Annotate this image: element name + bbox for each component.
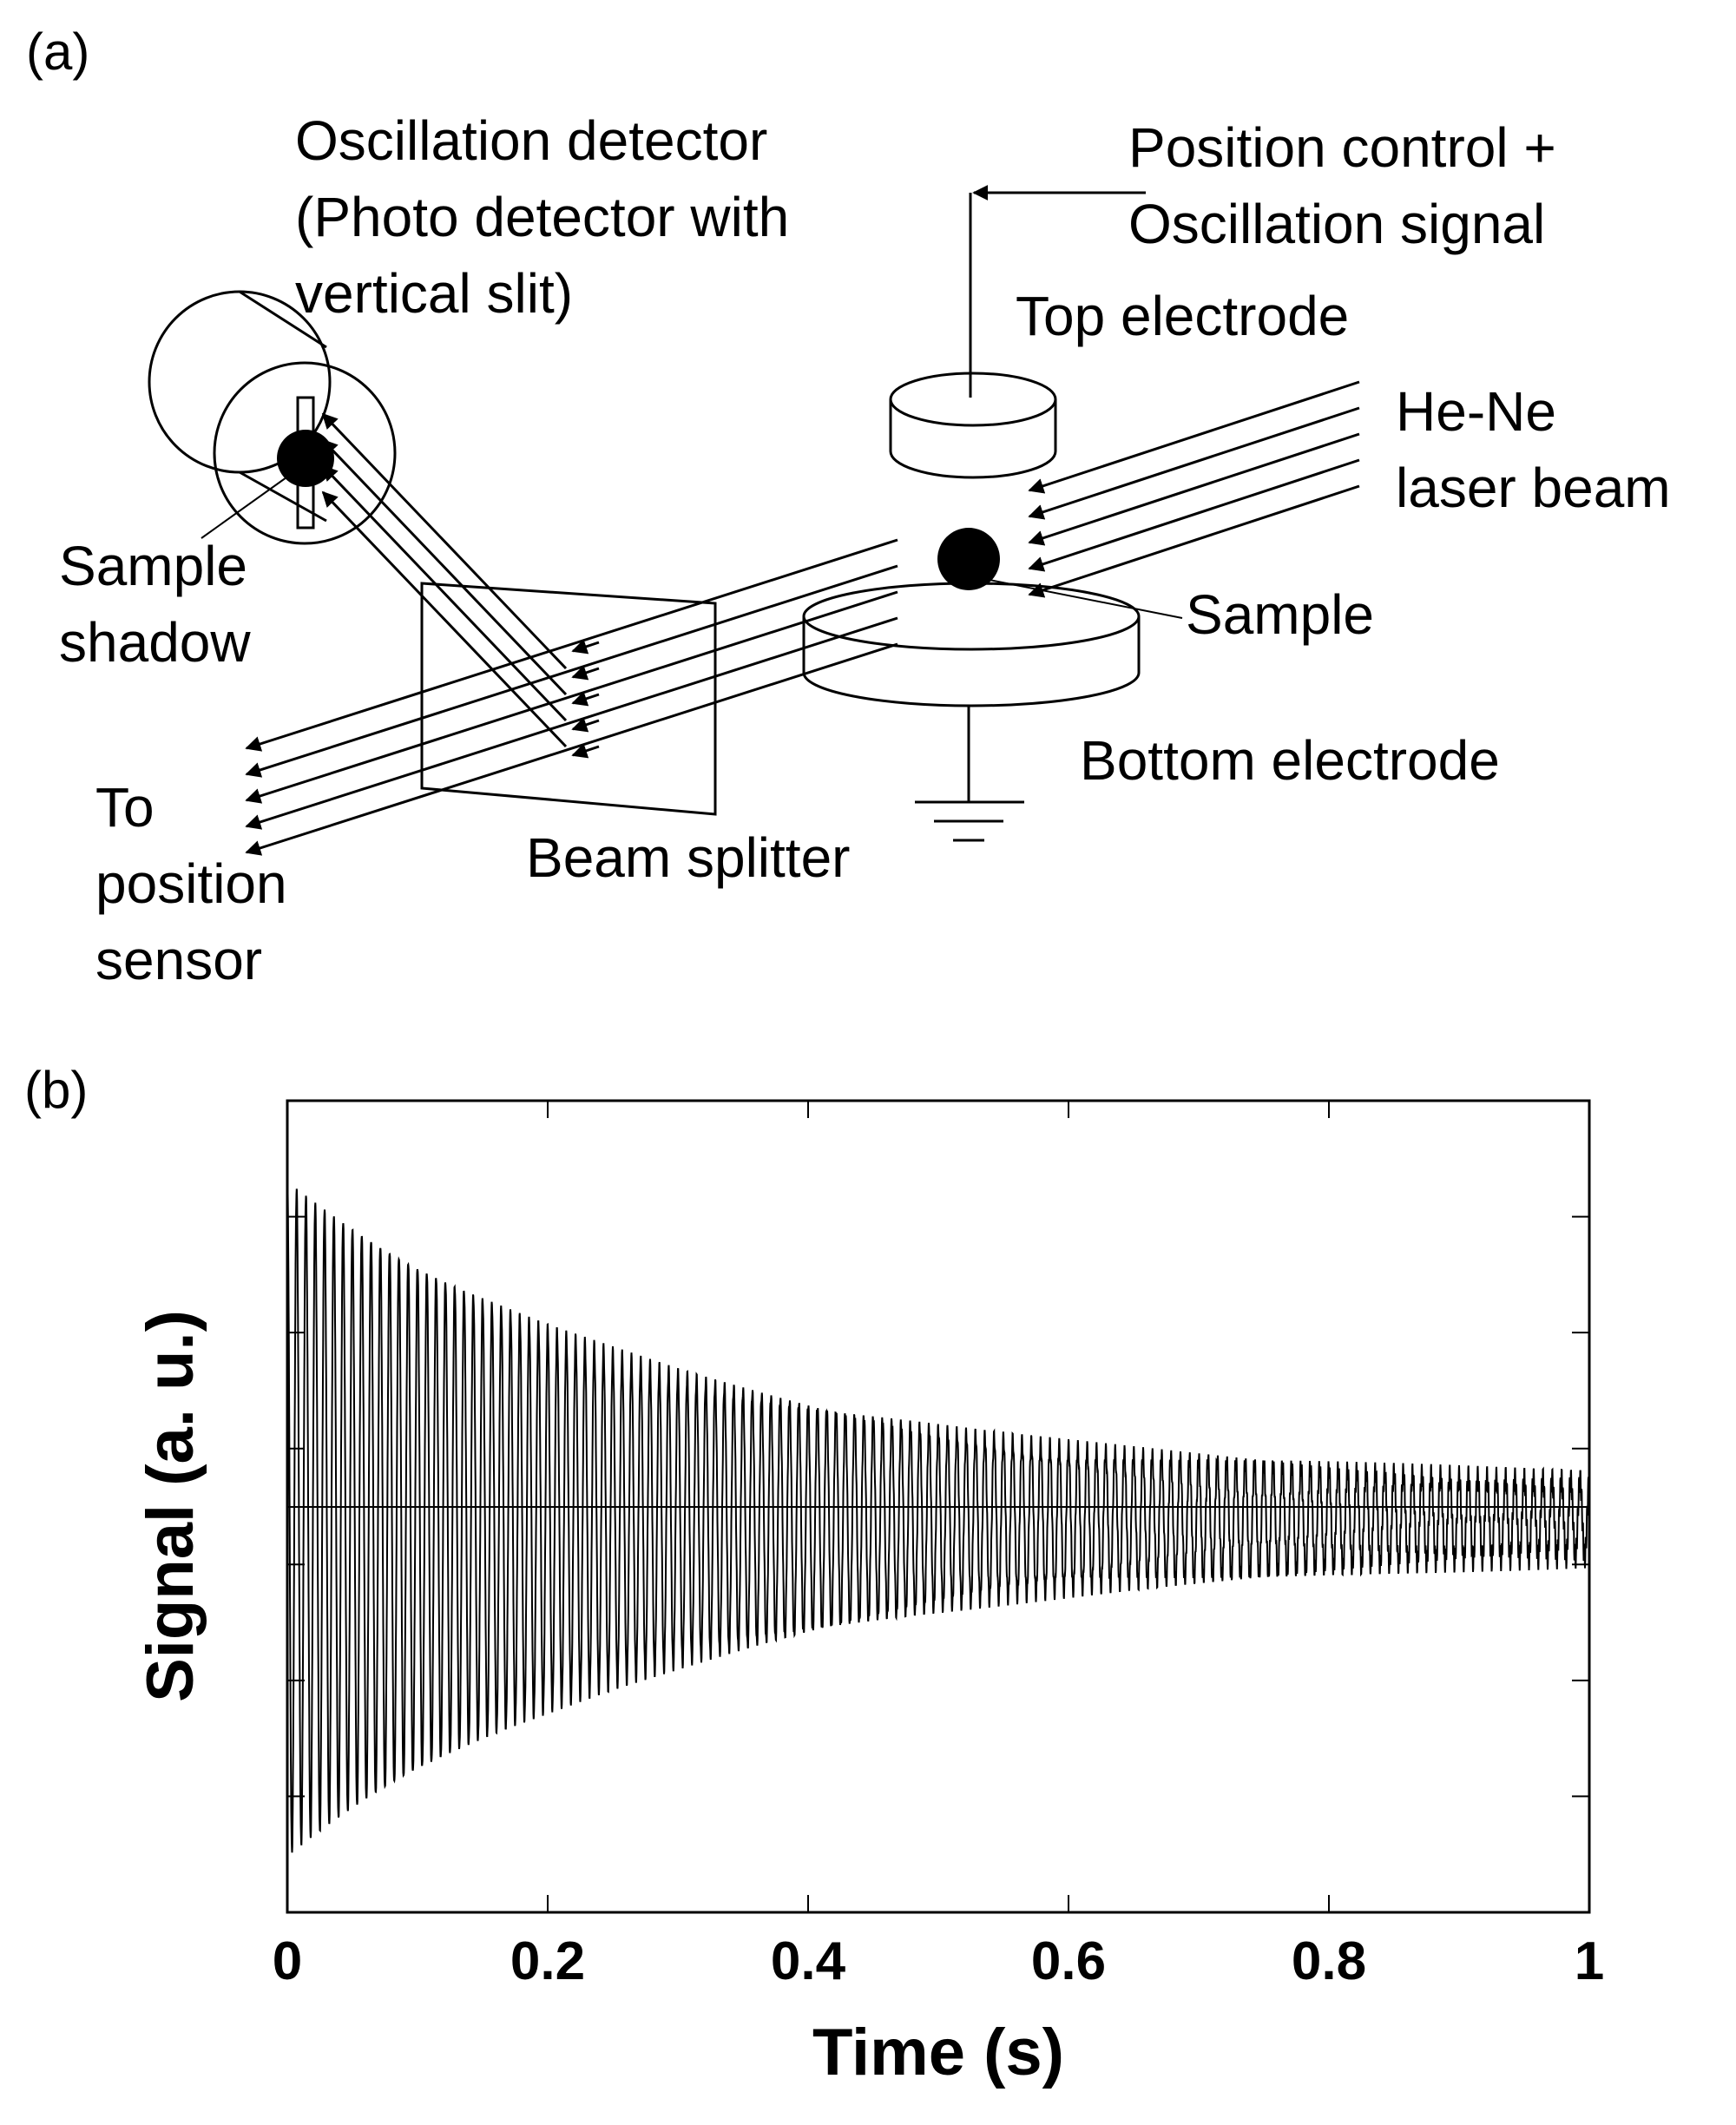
panel-a: (a) — [26, 23, 1671, 991]
x-tick-label: 0.2 — [510, 1931, 585, 1991]
position-sensor-label-2: position — [95, 852, 287, 915]
sample-leader — [989, 579, 1183, 619]
beam-splitter — [420, 582, 717, 816]
position-sensor-label-3: sensor — [95, 929, 262, 991]
laser-label-1: He-Ne — [1396, 380, 1556, 443]
bottom-electrode-label: Bottom electrode — [1080, 729, 1500, 792]
sample-shadow-label-1: Sample — [59, 535, 247, 597]
x-tick-label: 0.8 — [1292, 1931, 1366, 1991]
x-axis-title: Time (s) — [812, 2016, 1064, 2089]
osc-detector-label-3: vertical slit) — [295, 262, 573, 325]
position-control-label-2: Oscillation signal — [1128, 193, 1545, 255]
x-tick-label: 0.4 — [771, 1931, 846, 1991]
top-electrode — [889, 193, 1057, 479]
chart: 0 0.2 0.4 0.6 0.8 1 Time (s) Signal (a. u.) — [134, 1099, 1604, 2089]
sample-shadow-label-2: shadow — [59, 611, 251, 674]
panel-a-label: (a) — [26, 23, 89, 81]
x-tick-label: 0 — [273, 1931, 302, 1991]
oscillation-detector — [148, 290, 397, 545]
detector-beams — [321, 412, 568, 748]
y-axis-title: Signal (a. u.) — [134, 1310, 207, 1702]
top-electrode-label: Top electrode — [1016, 285, 1349, 347]
splitter-arrowheads — [571, 639, 600, 759]
x-axis-tick-labels: 0 0.2 0.4 0.6 0.8 1 — [273, 1931, 1604, 1991]
sample-label: Sample — [1186, 583, 1374, 646]
bottom-electrode — [802, 582, 1141, 802]
position-control-label-1: Position control + — [1128, 116, 1556, 179]
x-tick-label: 1 — [1575, 1931, 1604, 1991]
panel-b-label: (b) — [24, 1061, 88, 1119]
laser-beams — [1028, 380, 1360, 598]
beam-splitter-label: Beam splitter — [526, 826, 850, 889]
x-axis-ticks — [286, 1101, 1590, 1912]
sample-shadow-dot — [277, 430, 334, 487]
sensor-beams — [245, 538, 898, 856]
signal-series-line — [286, 1181, 1590, 1853]
x-tick-label: 0.6 — [1031, 1931, 1106, 1991]
ground-icon — [915, 800, 1024, 842]
laser-label-2: laser beam — [1396, 457, 1671, 519]
sample-shadow-leader — [201, 477, 287, 539]
osc-detector-label-1: Oscillation detector — [295, 109, 767, 172]
osc-detector-label-2: (Photo detector with — [295, 186, 789, 248]
sample-ball — [937, 528, 1000, 590]
position-sensor-label-1: To — [95, 776, 155, 839]
panel-b: (b) 0 0.2 0.4 0.6 0.8 1 Time (s) Signal (a. u… — [24, 1061, 1604, 2089]
